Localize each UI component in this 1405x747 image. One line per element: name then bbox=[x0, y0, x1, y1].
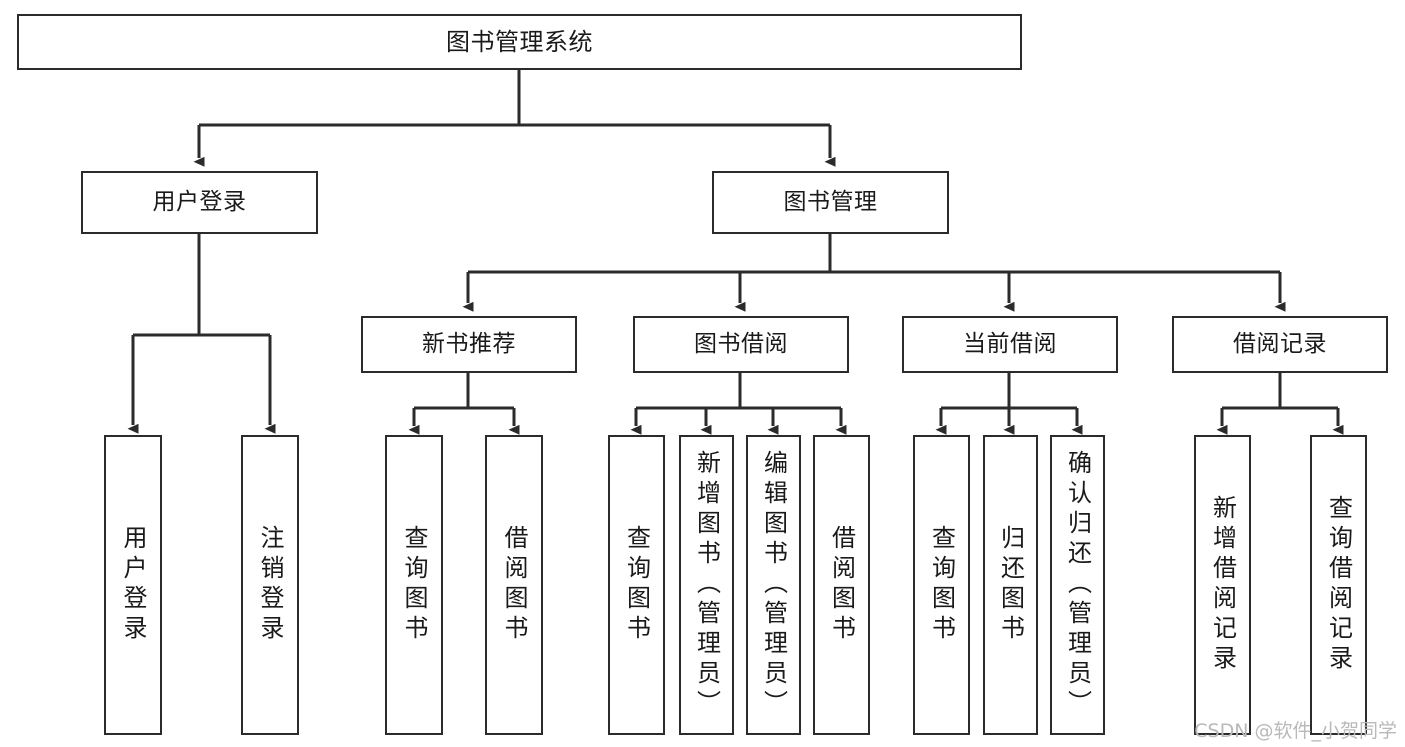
node-leaf-edit-book-admin-label: 编辑图书（管理员） bbox=[759, 450, 788, 720]
node-leaf-confirm-return-admin[interactable]: 确认归还（管理员） bbox=[1050, 435, 1105, 735]
node-leaf-add-borrow-record[interactable]: 新增借阅记录 bbox=[1194, 435, 1251, 735]
node-current-borrow-label: 当前借阅 bbox=[963, 330, 1057, 357]
node-book-management-label: 图书管理 bbox=[783, 188, 878, 215]
node-leaf-logout-label: 注销登录 bbox=[256, 525, 284, 645]
node-new-book-recommend[interactable]: 新书推荐 bbox=[361, 316, 577, 373]
node-book-management[interactable]: 图书管理 bbox=[712, 171, 949, 234]
node-leaf-query-book-1-label: 查询图书 bbox=[400, 525, 428, 645]
node-borrow-record[interactable]: 借阅记录 bbox=[1172, 316, 1388, 373]
node-leaf-confirm-return-admin-label: 确认归还（管理员） bbox=[1063, 450, 1092, 720]
node-leaf-add-borrow-record-label: 新增借阅记录 bbox=[1208, 495, 1237, 675]
node-leaf-query-book-2-label: 查询图书 bbox=[622, 525, 651, 645]
node-book-borrow-label: 图书借阅 bbox=[694, 330, 788, 357]
node-user-login[interactable]: 用户登录 bbox=[81, 171, 318, 234]
node-leaf-borrow-book-2[interactable]: 借阅图书 bbox=[813, 435, 870, 735]
node-leaf-return-book[interactable]: 归还图书 bbox=[983, 435, 1038, 735]
node-leaf-query-book-1[interactable]: 查询图书 bbox=[385, 435, 443, 735]
node-leaf-query-borrow-record-label: 查询借阅记录 bbox=[1324, 495, 1353, 675]
node-new-book-recommend-label: 新书推荐 bbox=[422, 330, 516, 357]
node-book-borrow[interactable]: 图书借阅 bbox=[633, 316, 849, 373]
node-leaf-borrow-book-1-label: 借阅图书 bbox=[500, 525, 528, 645]
node-current-borrow[interactable]: 当前借阅 bbox=[902, 316, 1118, 373]
node-borrow-record-label: 借阅记录 bbox=[1233, 330, 1327, 357]
node-leaf-add-book-admin-label: 新增图书（管理员） bbox=[692, 450, 721, 720]
node-leaf-user-login-label: 用户登录 bbox=[119, 525, 147, 645]
node-leaf-add-book-admin[interactable]: 新增图书（管理员） bbox=[679, 435, 734, 735]
node-root[interactable]: 图书管理系统 bbox=[17, 14, 1022, 70]
node-leaf-borrow-book-1[interactable]: 借阅图书 bbox=[485, 435, 543, 735]
watermark: CSDN @软件_小贺同学 bbox=[1194, 720, 1397, 742]
node-leaf-return-book-label: 归还图书 bbox=[996, 525, 1025, 645]
node-root-label: 图书管理系统 bbox=[446, 27, 593, 56]
node-leaf-borrow-book-2-label: 借阅图书 bbox=[827, 525, 856, 645]
node-leaf-query-book-2[interactable]: 查询图书 bbox=[608, 435, 665, 735]
node-leaf-edit-book-admin[interactable]: 编辑图书（管理员） bbox=[746, 435, 801, 735]
node-leaf-query-book-3-label: 查询图书 bbox=[927, 525, 956, 645]
node-leaf-query-book-3[interactable]: 查询图书 bbox=[913, 435, 970, 735]
node-leaf-logout[interactable]: 注销登录 bbox=[241, 435, 299, 735]
node-leaf-user-login[interactable]: 用户登录 bbox=[104, 435, 162, 735]
node-leaf-query-borrow-record[interactable]: 查询借阅记录 bbox=[1310, 435, 1367, 735]
node-user-login-label: 用户登录 bbox=[152, 188, 247, 215]
